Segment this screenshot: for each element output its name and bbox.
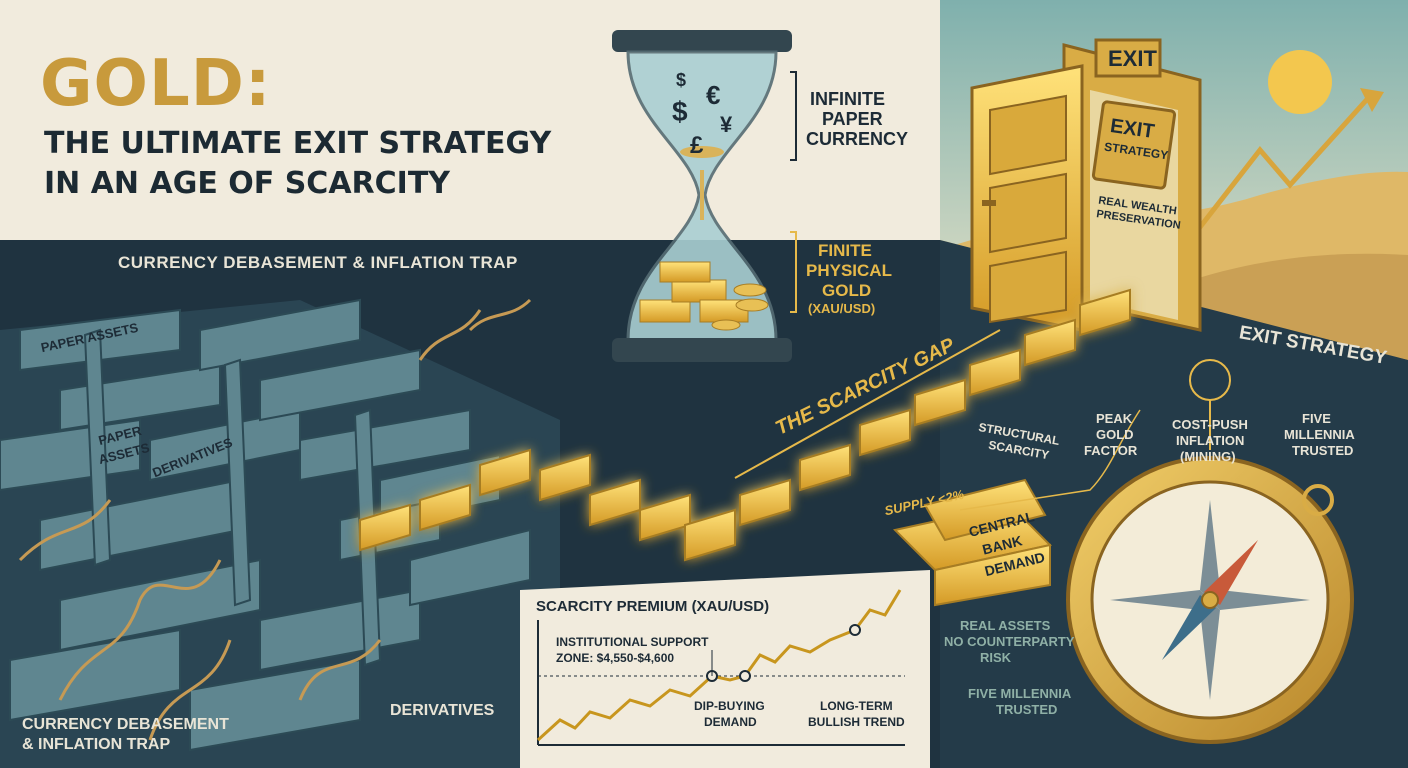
cost-push-label-2: INFLATION — [1176, 433, 1245, 448]
no-counterparty-label: NO COUNTERPARTY — [944, 634, 1075, 649]
exit-sign: EXIT — [1108, 46, 1157, 71]
mini-chart-title: SCARCITY PREMIUM (XAU/USD) — [536, 598, 770, 615]
five-millennia-label: FIVE MILLENNIA — [968, 686, 1072, 701]
peak-label-2: GOLD — [1096, 427, 1134, 442]
maze-footer-line-1: CURRENCY DEBASEMENT — [22, 716, 229, 733]
title-line-1: THE ULTIMATE EXIT STRATEGY — [44, 126, 552, 161]
peak-label-3: FACTOR — [1084, 443, 1138, 458]
support-label-1: INSTITUTIONAL SUPPORT — [556, 635, 709, 649]
five-label-2: MILLENNIA — [1284, 427, 1355, 442]
currency-symbol-dollar-2: $ — [672, 96, 688, 127]
cost-push-label-3: (MINING) — [1180, 449, 1236, 464]
trend-label-1: LONG-TERM — [820, 699, 893, 713]
currency-label: CURRENCY — [806, 129, 909, 149]
title-line-2: IN AN AGE OF SCARCITY — [44, 166, 451, 201]
trusted-label: TRUSTED — [996, 702, 1058, 717]
maze-footer-line-2: & INFLATION TRAP — [22, 736, 171, 753]
infinite-label: INFINITE — [810, 89, 885, 109]
five-label-3: TRUSTED — [1292, 443, 1354, 458]
title-gold: GOLD: — [40, 47, 272, 121]
derivatives-footer: DERIVATIVES — [390, 702, 495, 719]
peak-label-1: PEAK — [1096, 411, 1133, 426]
trend-label-2: BULLISH TREND — [808, 715, 905, 729]
currency-symbol-euro: € — [706, 80, 721, 110]
physical-label: PHYSICAL — [806, 261, 892, 280]
paper-label: PAPER — [822, 109, 883, 129]
finite-label: FINITE — [818, 241, 872, 260]
currency-symbol-dollar: $ — [676, 70, 687, 90]
cost-push-label-1: COST-PUSH — [1172, 417, 1248, 432]
xau-label: (XAU/USD) — [808, 301, 876, 316]
currency-symbol-yen: ¥ — [720, 112, 733, 137]
gold-label: GOLD — [822, 281, 872, 300]
five-label-1: FIVE — [1302, 411, 1331, 426]
risk-label: RISK — [980, 650, 1012, 665]
support-label-2: ZONE: $4,550-$4,600 — [556, 651, 675, 665]
dip-label-2: DEMAND — [704, 715, 757, 729]
real-assets-label: REAL ASSETS — [960, 618, 1051, 633]
maze-heading: CURRENCY DEBASEMENT & INFLATION TRAP — [118, 253, 518, 272]
dip-label-1: DIP-BUYING — [694, 699, 765, 713]
currency-symbol-pound: £ — [690, 132, 704, 159]
